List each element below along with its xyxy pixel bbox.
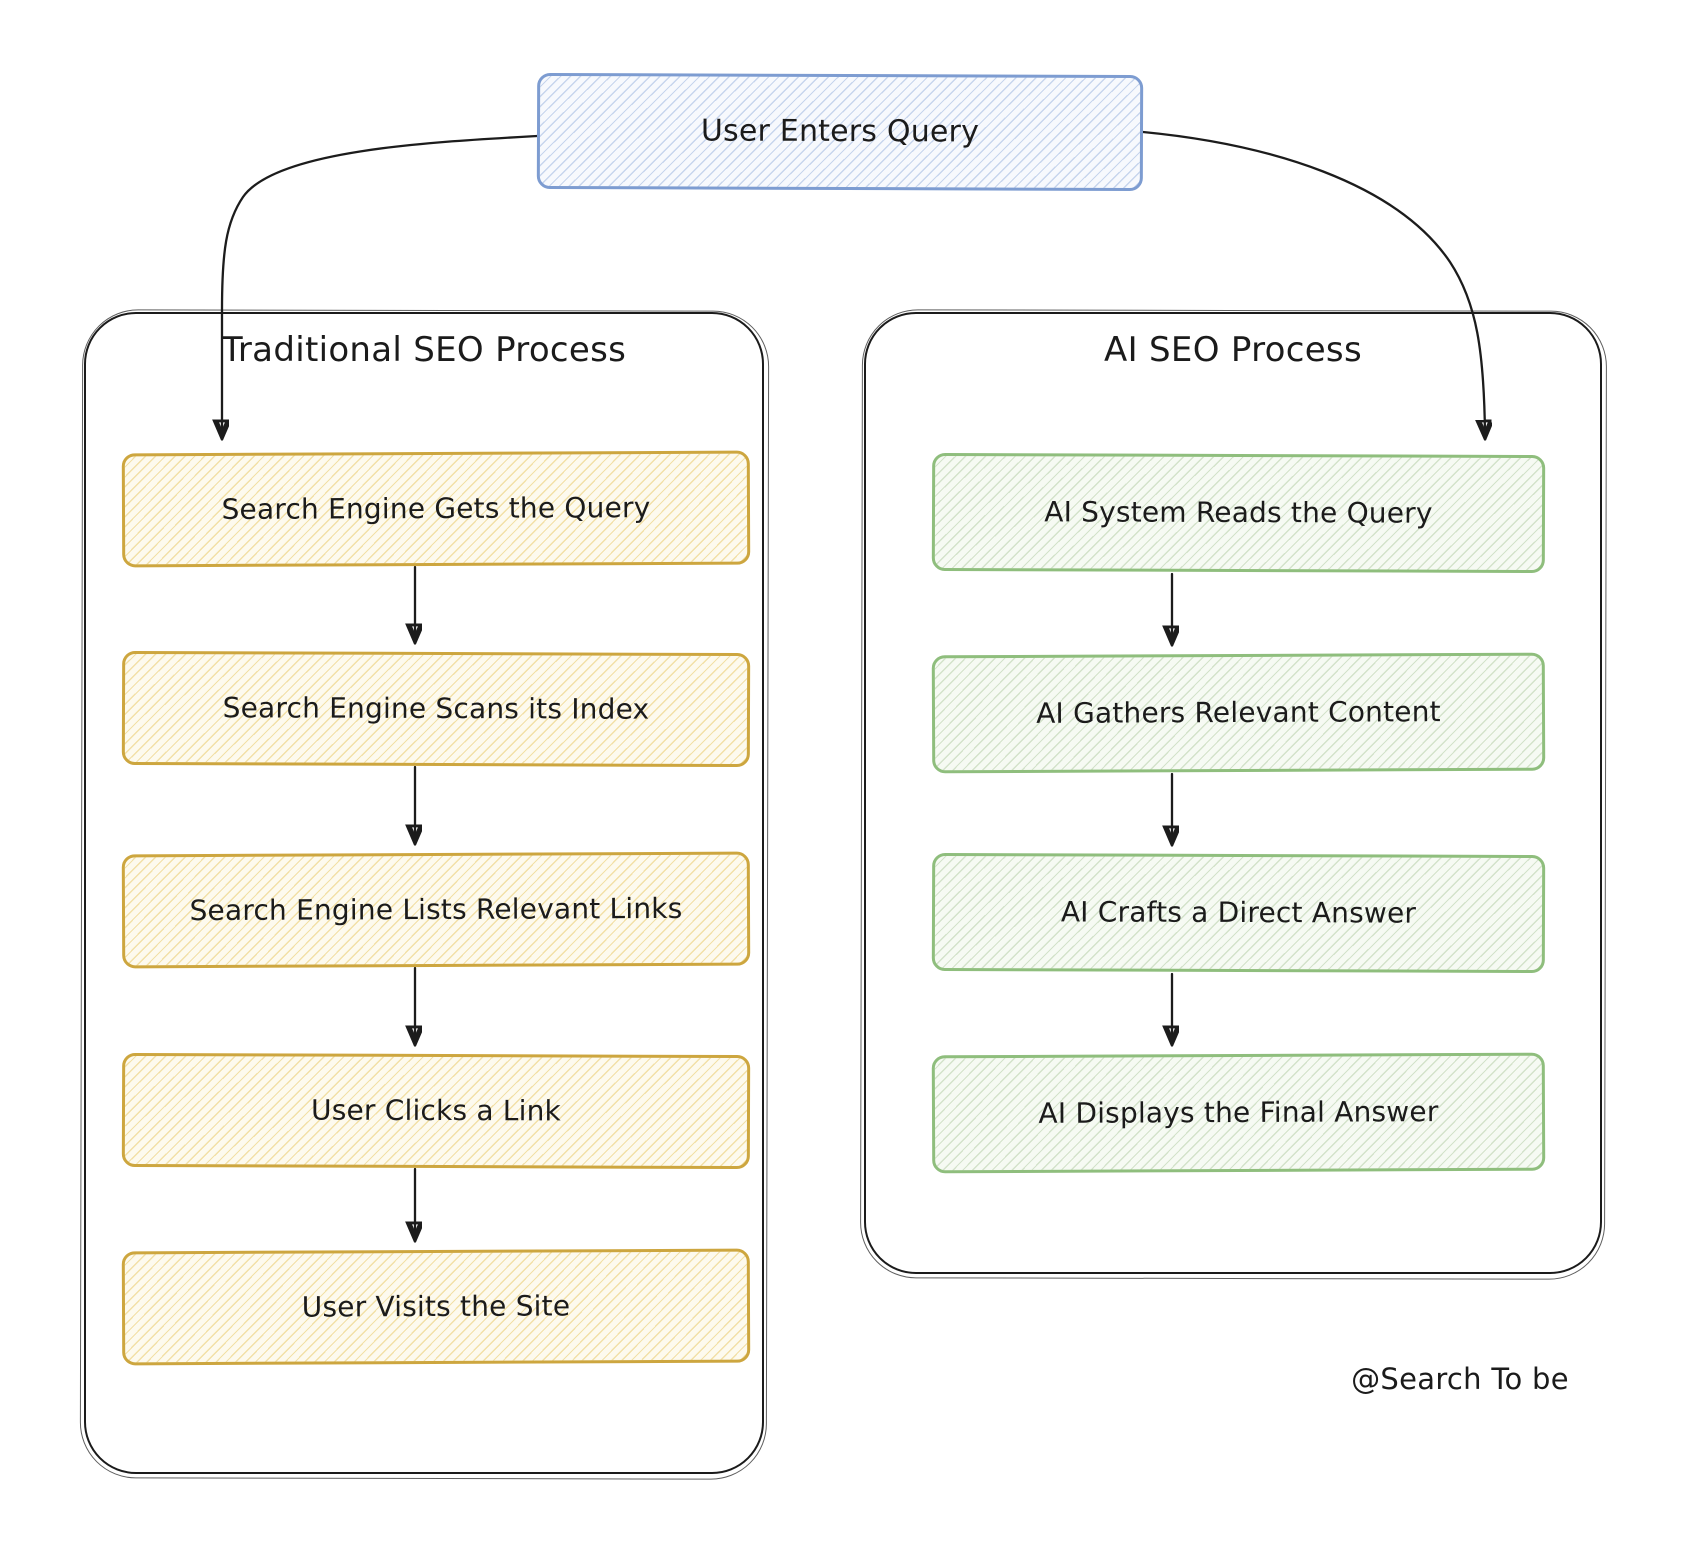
flow-node-label: User Visits the Site xyxy=(301,1289,571,1324)
credit-text: @Search To be xyxy=(1351,1362,1569,1396)
flow-node-search-engine-lists-links: Search Engine Lists Relevant Links xyxy=(121,851,751,969)
flow-node-ai-reads-query: AI System Reads the Query xyxy=(931,452,1546,574)
panel-traditional-seo: Traditional SEO Process Search Engine Ge… xyxy=(84,312,764,1474)
flow-node-label: AI Gathers Relevant Content xyxy=(1036,695,1441,730)
flow-node-label: Search Engine Gets the Query xyxy=(221,490,651,526)
flow-node-label: User Enters Query xyxy=(700,113,980,150)
flow-node-ai-displays-answer: AI Displays the Final Answer xyxy=(931,1052,1546,1174)
panel-title-traditional: Traditional SEO Process xyxy=(221,330,627,370)
flow-node-label: AI Displays the Final Answer xyxy=(1038,1095,1439,1130)
flow-node-user-clicks-link: User Clicks a Link xyxy=(121,1052,751,1170)
flow-node-user-enters-query: User Enters Query xyxy=(536,72,1144,192)
flow-node-ai-crafts-answer: AI Crafts a Direct Answer xyxy=(931,852,1546,974)
flow-node-label: User Clicks a Link xyxy=(310,1093,562,1128)
panel-title-ai: AI SEO Process xyxy=(1104,330,1362,370)
flow-node-search-engine-gets-query: Search Engine Gets the Query xyxy=(121,450,751,568)
flow-node-label: AI System Reads the Query xyxy=(1044,495,1433,530)
flow-node-search-engine-scans-index: Search Engine Scans its Index xyxy=(121,650,751,768)
flow-node-ai-gathers-content: AI Gathers Relevant Content xyxy=(931,652,1546,774)
flow-node-label: AI Crafts a Direct Answer xyxy=(1060,895,1417,930)
flow-node-label: Search Engine Scans its Index xyxy=(222,691,650,726)
panel-ai-seo: AI SEO Process AI System Reads the Query… xyxy=(864,312,1602,1274)
flow-node-user-visits-site: User Visits the Site xyxy=(121,1248,751,1366)
flow-node-label: Search Engine Lists Relevant Links xyxy=(189,891,683,927)
